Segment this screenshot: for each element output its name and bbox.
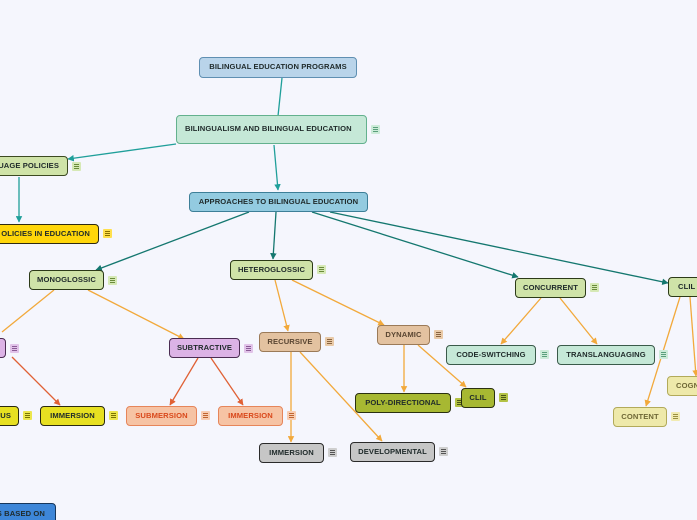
note-icon[interactable] — [244, 344, 253, 353]
edge-subtractive-immersion — [210, 357, 244, 406]
edge-approaches-monoglossic — [95, 211, 250, 271]
node-us-partial[interactable]: US — [0, 406, 19, 426]
node-heteroglossic[interactable]: HETEROGLOSSIC — [230, 260, 313, 280]
node-submersion[interactable]: SUBMERSION — [126, 406, 197, 426]
note-icon[interactable] — [287, 411, 296, 420]
node-subtractive[interactable]: SUBTRACTIVE — [169, 338, 240, 358]
node-policies-in-education[interactable]: OLICIES IN EDUCATION — [0, 224, 99, 244]
node-recursive[interactable]: RECURSIVE — [259, 332, 321, 352]
note-icon[interactable] — [325, 337, 334, 346]
note-icon[interactable] — [455, 398, 464, 407]
note-icon[interactable] — [23, 411, 32, 420]
edge-clil-cogn — [689, 296, 697, 377]
note-icon[interactable] — [109, 411, 118, 420]
note-icon[interactable] — [371, 125, 380, 134]
edge-monoglossic-subtractive — [87, 289, 185, 340]
note-icon[interactable] — [108, 276, 117, 285]
edge-dynamic-clil — [417, 344, 467, 388]
node-bilingual-education-programs[interactable]: BILINGUAL EDUCATION PROGRAMS — [199, 57, 357, 78]
note-icon[interactable] — [317, 265, 326, 274]
edge-root-bilingualism — [277, 77, 283, 117]
note-icon[interactable] — [201, 411, 210, 420]
node-cogn[interactable]: COGN — [667, 376, 697, 396]
edge-heteroglossic-recursive — [274, 279, 290, 332]
node-immersion-orange[interactable]: IMMERSION — [218, 406, 283, 426]
note-icon[interactable] — [328, 448, 337, 457]
node-poly-directional[interactable]: POLY-DIRECTIONAL — [355, 393, 451, 413]
note-icon[interactable] — [659, 350, 668, 359]
node-translanguaging[interactable]: TRANSLANGUAGING — [557, 345, 655, 365]
node-based-on-partial[interactable]: S BASED ON — [0, 503, 56, 520]
note-icon[interactable] — [590, 283, 599, 292]
node-content[interactable]: CONTENT — [613, 407, 667, 427]
note-icon[interactable] — [540, 350, 549, 359]
edge-monoglossic-left — [1, 289, 55, 333]
edge-bilingualism-policies — [67, 143, 177, 162]
node-left-partial[interactable] — [0, 338, 6, 358]
note-icon[interactable] — [10, 344, 19, 353]
edge-bilingualism-approaches — [273, 144, 281, 191]
edge-recursive-developmental — [299, 351, 383, 442]
edge-concurrent-translanguaging — [559, 297, 598, 345]
node-bilingualism-and-bilingual-education[interactable]: BILINGUALISM AND BILINGUAL EDUCATION — [176, 115, 367, 144]
node-immersion-gray[interactable]: IMMERSION — [259, 443, 324, 463]
edge-approaches-concurrent — [311, 211, 519, 279]
note-icon[interactable] — [103, 229, 112, 238]
edge-approaches-clil — [329, 211, 669, 285]
note-icon[interactable] — [434, 330, 443, 339]
node-language-policies[interactable]: UAGE POLICIES — [0, 156, 68, 176]
edge-approaches-heteroglossic — [270, 211, 277, 260]
node-dynamic[interactable]: DYNAMIC — [377, 325, 430, 345]
node-concurrent[interactable]: CONCURRENT — [515, 278, 586, 298]
node-clil[interactable]: CLIL — [668, 277, 697, 297]
edge-heteroglossic-dynamic — [291, 279, 385, 326]
node-monoglossic[interactable]: MONOGLOSSIC — [29, 270, 104, 290]
node-developmental[interactable]: DEVELOPMENTAL — [350, 442, 435, 462]
node-clil-dynamic[interactable]: CLIL — [461, 388, 495, 408]
node-code-switching[interactable]: CODE-SWITCHING — [446, 345, 536, 365]
node-approaches-to-bilingual-education[interactable]: APPROACHES TO BILINGUAL EDUCATION — [189, 192, 368, 212]
edge-concurrent-codeswitching — [500, 297, 542, 345]
note-icon[interactable] — [499, 393, 508, 402]
note-icon[interactable] — [671, 412, 680, 421]
edge-left-immersion — [11, 356, 61, 406]
note-icon[interactable] — [72, 162, 81, 171]
edge-subtractive-submersion — [169, 357, 199, 406]
node-immersion-yellow[interactable]: IMMERSION — [40, 406, 105, 426]
note-icon[interactable] — [439, 447, 448, 456]
